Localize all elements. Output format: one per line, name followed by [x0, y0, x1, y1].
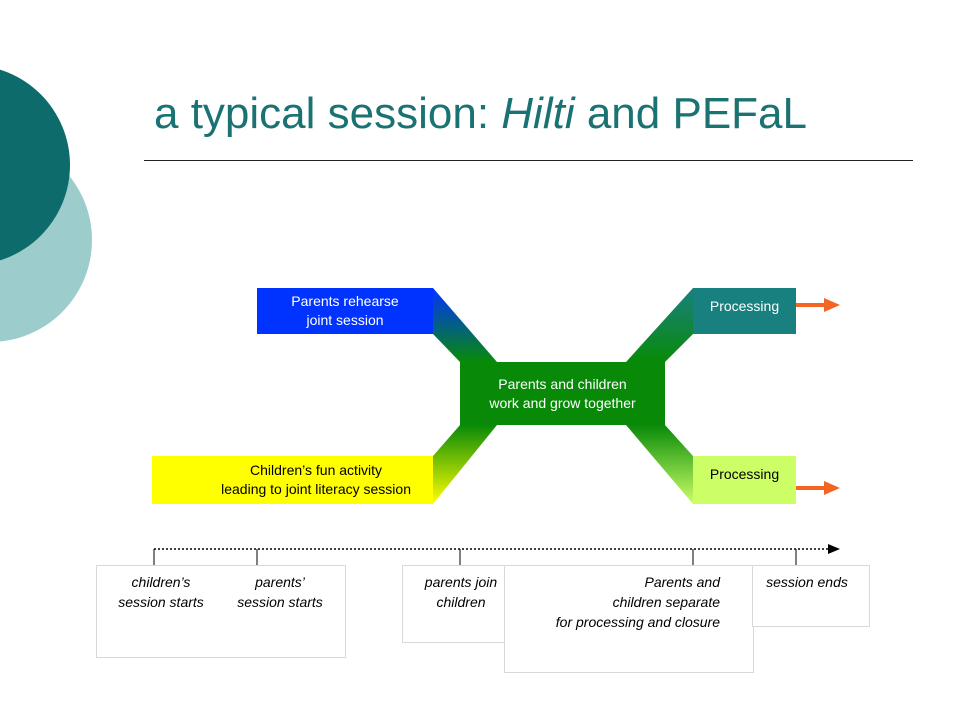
- label-parents-join-line2: children: [436, 594, 486, 610]
- label-parents-session-starts: parents’ session starts: [222, 572, 338, 612]
- label-separate-line3: for processing and closure: [555, 614, 720, 630]
- label-card-join: [402, 565, 522, 643]
- box-children-activity: Children’s fun activity leading to joint …: [152, 456, 433, 504]
- box-parents-rehearse: Parents rehearse joint session: [257, 288, 433, 334]
- label-children-start-line2: session starts: [118, 594, 204, 610]
- box-processing-top-label: Processing: [709, 298, 780, 314]
- connector-bottom-left: [433, 425, 497, 504]
- box-work-together-line2: work and grow together: [489, 394, 636, 411]
- box-processing-bottom-label: Processing: [709, 466, 780, 482]
- box-children-activity-line2: leading to joint literacy session: [221, 481, 411, 497]
- title-prefix: a typical session:: [154, 89, 502, 138]
- title-italic: Hilti: [501, 89, 575, 138]
- label-session-ends-text: session ends: [766, 574, 848, 590]
- connector-top-left: [433, 288, 497, 362]
- label-parents-join-line1: parents join: [424, 574, 498, 590]
- box-processing-top: Processing: [693, 288, 796, 334]
- label-card-ends: [752, 565, 870, 627]
- box-work-together-line1: Parents and children: [498, 375, 627, 392]
- arrow-top: [796, 298, 840, 312]
- label-children-start-line1: children’s: [131, 574, 191, 590]
- title-suffix: and PEFaL: [574, 89, 807, 138]
- decor-circle-dark: [0, 69, 70, 261]
- title-underline: [144, 160, 913, 161]
- timeline: [153, 544, 840, 565]
- box-processing-bottom: Processing: [693, 456, 796, 504]
- label-parents-start-line2: session starts: [237, 594, 323, 610]
- page-title: a typical session: Hilti and PEFaL: [154, 92, 807, 136]
- box-parents-rehearse-line2: joint session: [306, 312, 384, 328]
- label-session-ends: session ends: [754, 572, 860, 592]
- label-children-session-starts: children’s session starts: [104, 572, 218, 612]
- box-children-activity-line1: Children’s fun activity: [250, 462, 383, 478]
- box-parents-rehearse-line1: Parents rehearse: [291, 293, 399, 309]
- label-card-starts: [96, 565, 346, 658]
- label-children-separate: Parents and children separate for proces…: [512, 572, 720, 632]
- box-work-together: Parents and children work and grow togeth…: [460, 362, 665, 425]
- arrow-bottom: [796, 481, 840, 495]
- label-parents-join: parents join children: [410, 572, 512, 612]
- label-separate-line2: children separate: [612, 594, 720, 610]
- label-separate-line1: Parents and: [644, 574, 721, 590]
- label-card-separate: [504, 565, 754, 673]
- connector-top-right: [626, 288, 693, 362]
- label-parents-start-line1: parents’: [255, 574, 305, 590]
- connector-bottom-right: [626, 425, 693, 504]
